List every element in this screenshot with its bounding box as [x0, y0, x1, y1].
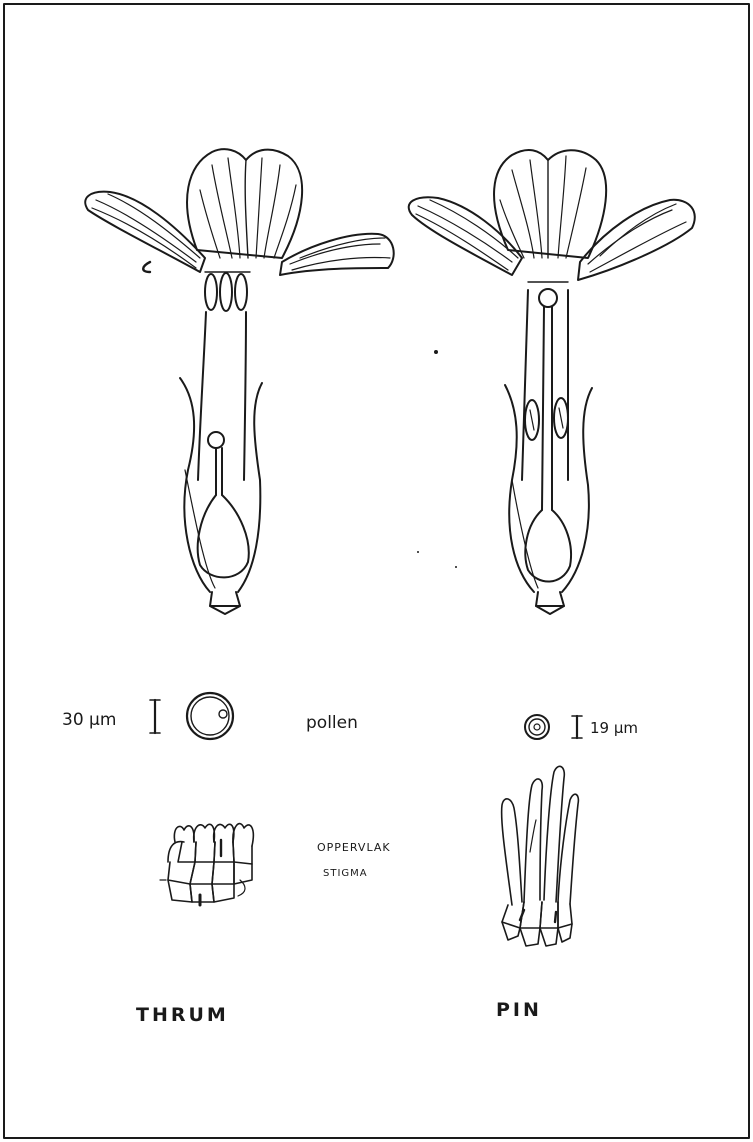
thrum-flower: [85, 149, 393, 614]
surface-label-line1: OPPERVLAK: [317, 841, 391, 854]
pin-calyx-right: [562, 388, 592, 592]
thrum-anther-3: [235, 274, 247, 310]
pin-stigma: [539, 289, 557, 307]
surface-label-line2: STIGMA: [323, 868, 368, 879]
page-border: [4, 4, 749, 1138]
thrum-anther-2: [220, 273, 232, 311]
thrum-label: THRUM: [136, 1004, 229, 1026]
thrum-tube-left: [198, 312, 206, 480]
thrum-stigma: [208, 432, 224, 448]
thrum-ovary: [198, 495, 249, 577]
pin-label: PIN: [496, 999, 542, 1021]
pin-stigma-surface: [502, 766, 579, 946]
pin-top-petal: [494, 150, 606, 258]
thrum-anther-1: [205, 274, 217, 310]
scale-label-thrum: 30 µm: [62, 710, 116, 730]
pollen-label: pollen: [306, 713, 358, 733]
thrum-top-petal: [187, 149, 302, 258]
scale-label-pin: 19 µm: [590, 719, 638, 737]
thrum-calyx-right: [238, 383, 262, 592]
pin-flower: [409, 150, 695, 614]
thrum-calyx-left: [180, 378, 210, 592]
thrum-tube-right: [244, 312, 246, 480]
pollen-row: [150, 693, 582, 739]
pin-tube-left: [522, 290, 528, 480]
thrum-stigma-surface: [160, 824, 253, 905]
